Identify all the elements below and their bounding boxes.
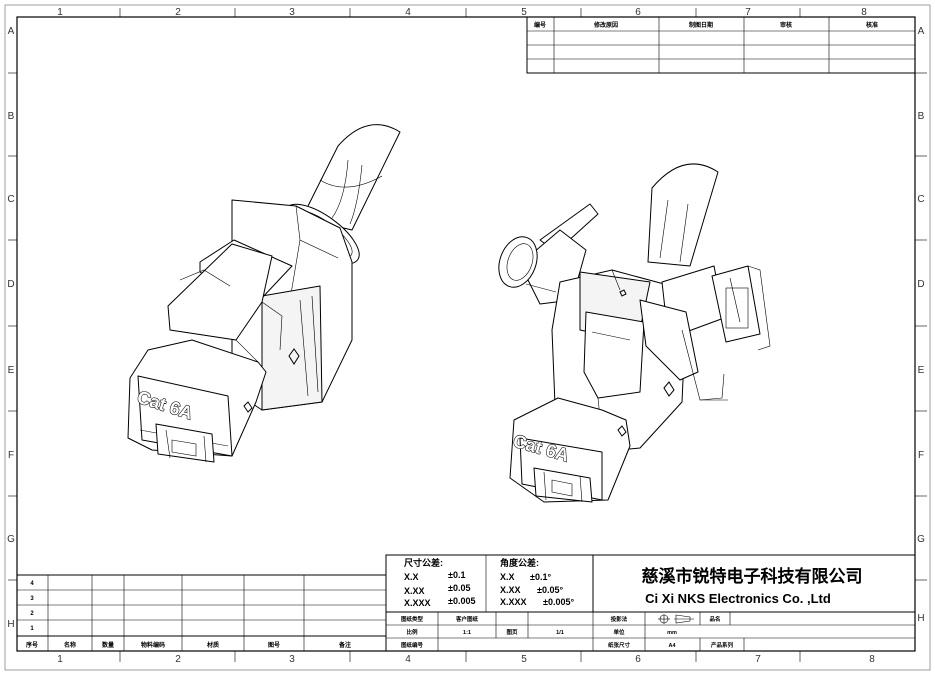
row-label-right-B: B — [918, 111, 925, 122]
col-label-bottom-4: 4 — [405, 654, 411, 665]
rev-header-reason: 修改原因 — [593, 21, 618, 29]
row-label-right-F: F — [918, 450, 924, 461]
ang-tolerance-value-2: ±0.05° — [537, 585, 563, 595]
bom-row-number-1: 1 — [30, 626, 34, 632]
bom-header-remark: 备注 — [338, 641, 351, 649]
page-label: 图页 — [506, 628, 518, 636]
row-label-left-A: A — [8, 26, 15, 37]
row-label-right-H: H — [917, 613, 924, 624]
outer-frame — [4, 4, 931, 671]
dim-tolerance-label-3: X.XXX — [404, 598, 431, 608]
bom-header-material: 材质 — [206, 641, 219, 649]
col-label-bottom-8: 8 — [869, 654, 875, 665]
ang-tolerance-label-3: X.XXX — [500, 597, 527, 607]
company-name-cn: 慈溪市锐特电子科技有限公司 — [642, 566, 863, 587]
rev-header-date: 制图日期 — [689, 21, 713, 29]
row-label-left-E: E — [8, 365, 15, 376]
rev-header-approve: 核准 — [866, 21, 878, 29]
right-jack-drawing: Cat 6A — [498, 163, 771, 503]
col-label-bottom-5: 5 — [521, 654, 527, 665]
col-label-top-3: 3 — [289, 7, 295, 18]
bom-row-number-3: 3 — [30, 596, 34, 602]
bom-header-qty: 数量 — [102, 641, 114, 649]
scale-value: 1:1 — [463, 630, 471, 636]
bom-row-number-4: 4 — [30, 581, 34, 587]
col-label-top-5: 5 — [521, 7, 527, 18]
row-label-right-A: A — [918, 26, 925, 37]
scale-label: 比例 — [406, 628, 418, 636]
drawing-no-label: 图纸编号 — [401, 641, 424, 649]
dim-tolerance-title: 尺寸公差: — [404, 557, 443, 568]
paper-size-label: 纸张尺寸 — [608, 641, 631, 649]
tolerance-block: 尺寸公差: X.X ±0.1 X.XX ±0.05 X.XXX ±0.005 角… — [385, 554, 594, 613]
col-label-bottom-2: 2 — [175, 654, 181, 665]
inner-frame — [16, 16, 916, 652]
projection-label: 投影法 — [611, 615, 628, 623]
drawing-type-value: 客户图纸 — [455, 615, 479, 623]
unit-label: 单位 — [613, 628, 625, 636]
product-name-label: 品名 — [709, 615, 720, 623]
col-label-top-2: 2 — [175, 7, 181, 18]
grid-ticks — [8, 8, 927, 662]
paper-size-value: A4 — [668, 643, 676, 649]
bom-header-index: 序号 — [25, 641, 38, 649]
bom-header-material-code: 物料编码 — [141, 641, 165, 649]
row-label-left-F: F — [8, 450, 14, 461]
row-label-right-G: G — [917, 534, 925, 545]
dim-tolerance-value-3: ±0.005 — [448, 596, 475, 606]
col-label-top-4: 4 — [405, 7, 411, 18]
dim-tolerance-value-2: ±0.05 — [448, 583, 470, 593]
ang-tolerance-label-1: X.X — [500, 572, 515, 582]
product-series-label: 产品系列 — [711, 641, 734, 649]
col-label-top-6: 6 — [635, 7, 641, 18]
col-label-top-8: 8 — [861, 7, 867, 18]
ang-tolerance-value-3: ±0.005° — [543, 597, 574, 607]
projection-symbol-icon — [658, 614, 694, 624]
col-label-bottom-1: 1 — [57, 654, 63, 665]
unit-value: mm — [667, 630, 677, 636]
bom-header-drawing-no: 图号 — [268, 641, 280, 649]
row-label-left-B: B — [8, 111, 15, 122]
col-label-bottom-7: 7 — [755, 654, 761, 665]
row-label-right-E: E — [918, 365, 925, 376]
company-name-en: Ci Xi NKS Electronics Co. ,Ltd — [645, 591, 831, 606]
ang-tolerance-title: 角度公差: — [500, 557, 539, 568]
bom-table: 4 3 2 1 序号 名称 数量 物料编码 材质 图号 备注 — [16, 574, 387, 652]
row-label-right-D: D — [917, 279, 924, 290]
col-label-bottom-6: 6 — [635, 654, 641, 665]
dim-tolerance-label-2: X.XX — [404, 586, 425, 596]
revision-table: 编号 修改原因 制图日期 审核 核准 — [526, 16, 916, 74]
bom-header-name: 名称 — [64, 641, 76, 649]
company-block: 慈溪市锐特电子科技有限公司 Ci Xi NKS Electronics Co. … — [592, 554, 916, 613]
row-label-left-D: D — [7, 279, 14, 290]
ang-tolerance-value-1: ±0.1° — [530, 572, 551, 582]
page-value: 1/1 — [556, 630, 564, 636]
col-label-bottom-3: 3 — [289, 654, 295, 665]
rev-header-review: 审核 — [780, 21, 792, 29]
dim-tolerance-value-1: ±0.1 — [448, 570, 465, 580]
col-label-top-7: 7 — [745, 7, 751, 18]
title-block: 图纸类型 客户图纸 比例 1:1 图页 1/1 图纸编号 投影法 品名 单位 m… — [385, 611, 916, 652]
rev-header-no: 编号 — [534, 21, 546, 29]
ang-tolerance-label-2: X.XX — [500, 585, 521, 595]
left-jack-drawing: Cat 6A — [127, 124, 401, 463]
row-label-left-C: C — [7, 194, 14, 205]
dim-tolerance-label-1: X.X — [404, 572, 419, 582]
drawing-type-label: 图纸类型 — [401, 615, 424, 623]
row-label-right-C: C — [917, 194, 924, 205]
bom-row-number-2: 2 — [30, 611, 34, 617]
row-label-left-G: G — [7, 534, 15, 545]
row-label-left-H: H — [7, 619, 14, 630]
col-label-top-1: 1 — [57, 7, 63, 18]
